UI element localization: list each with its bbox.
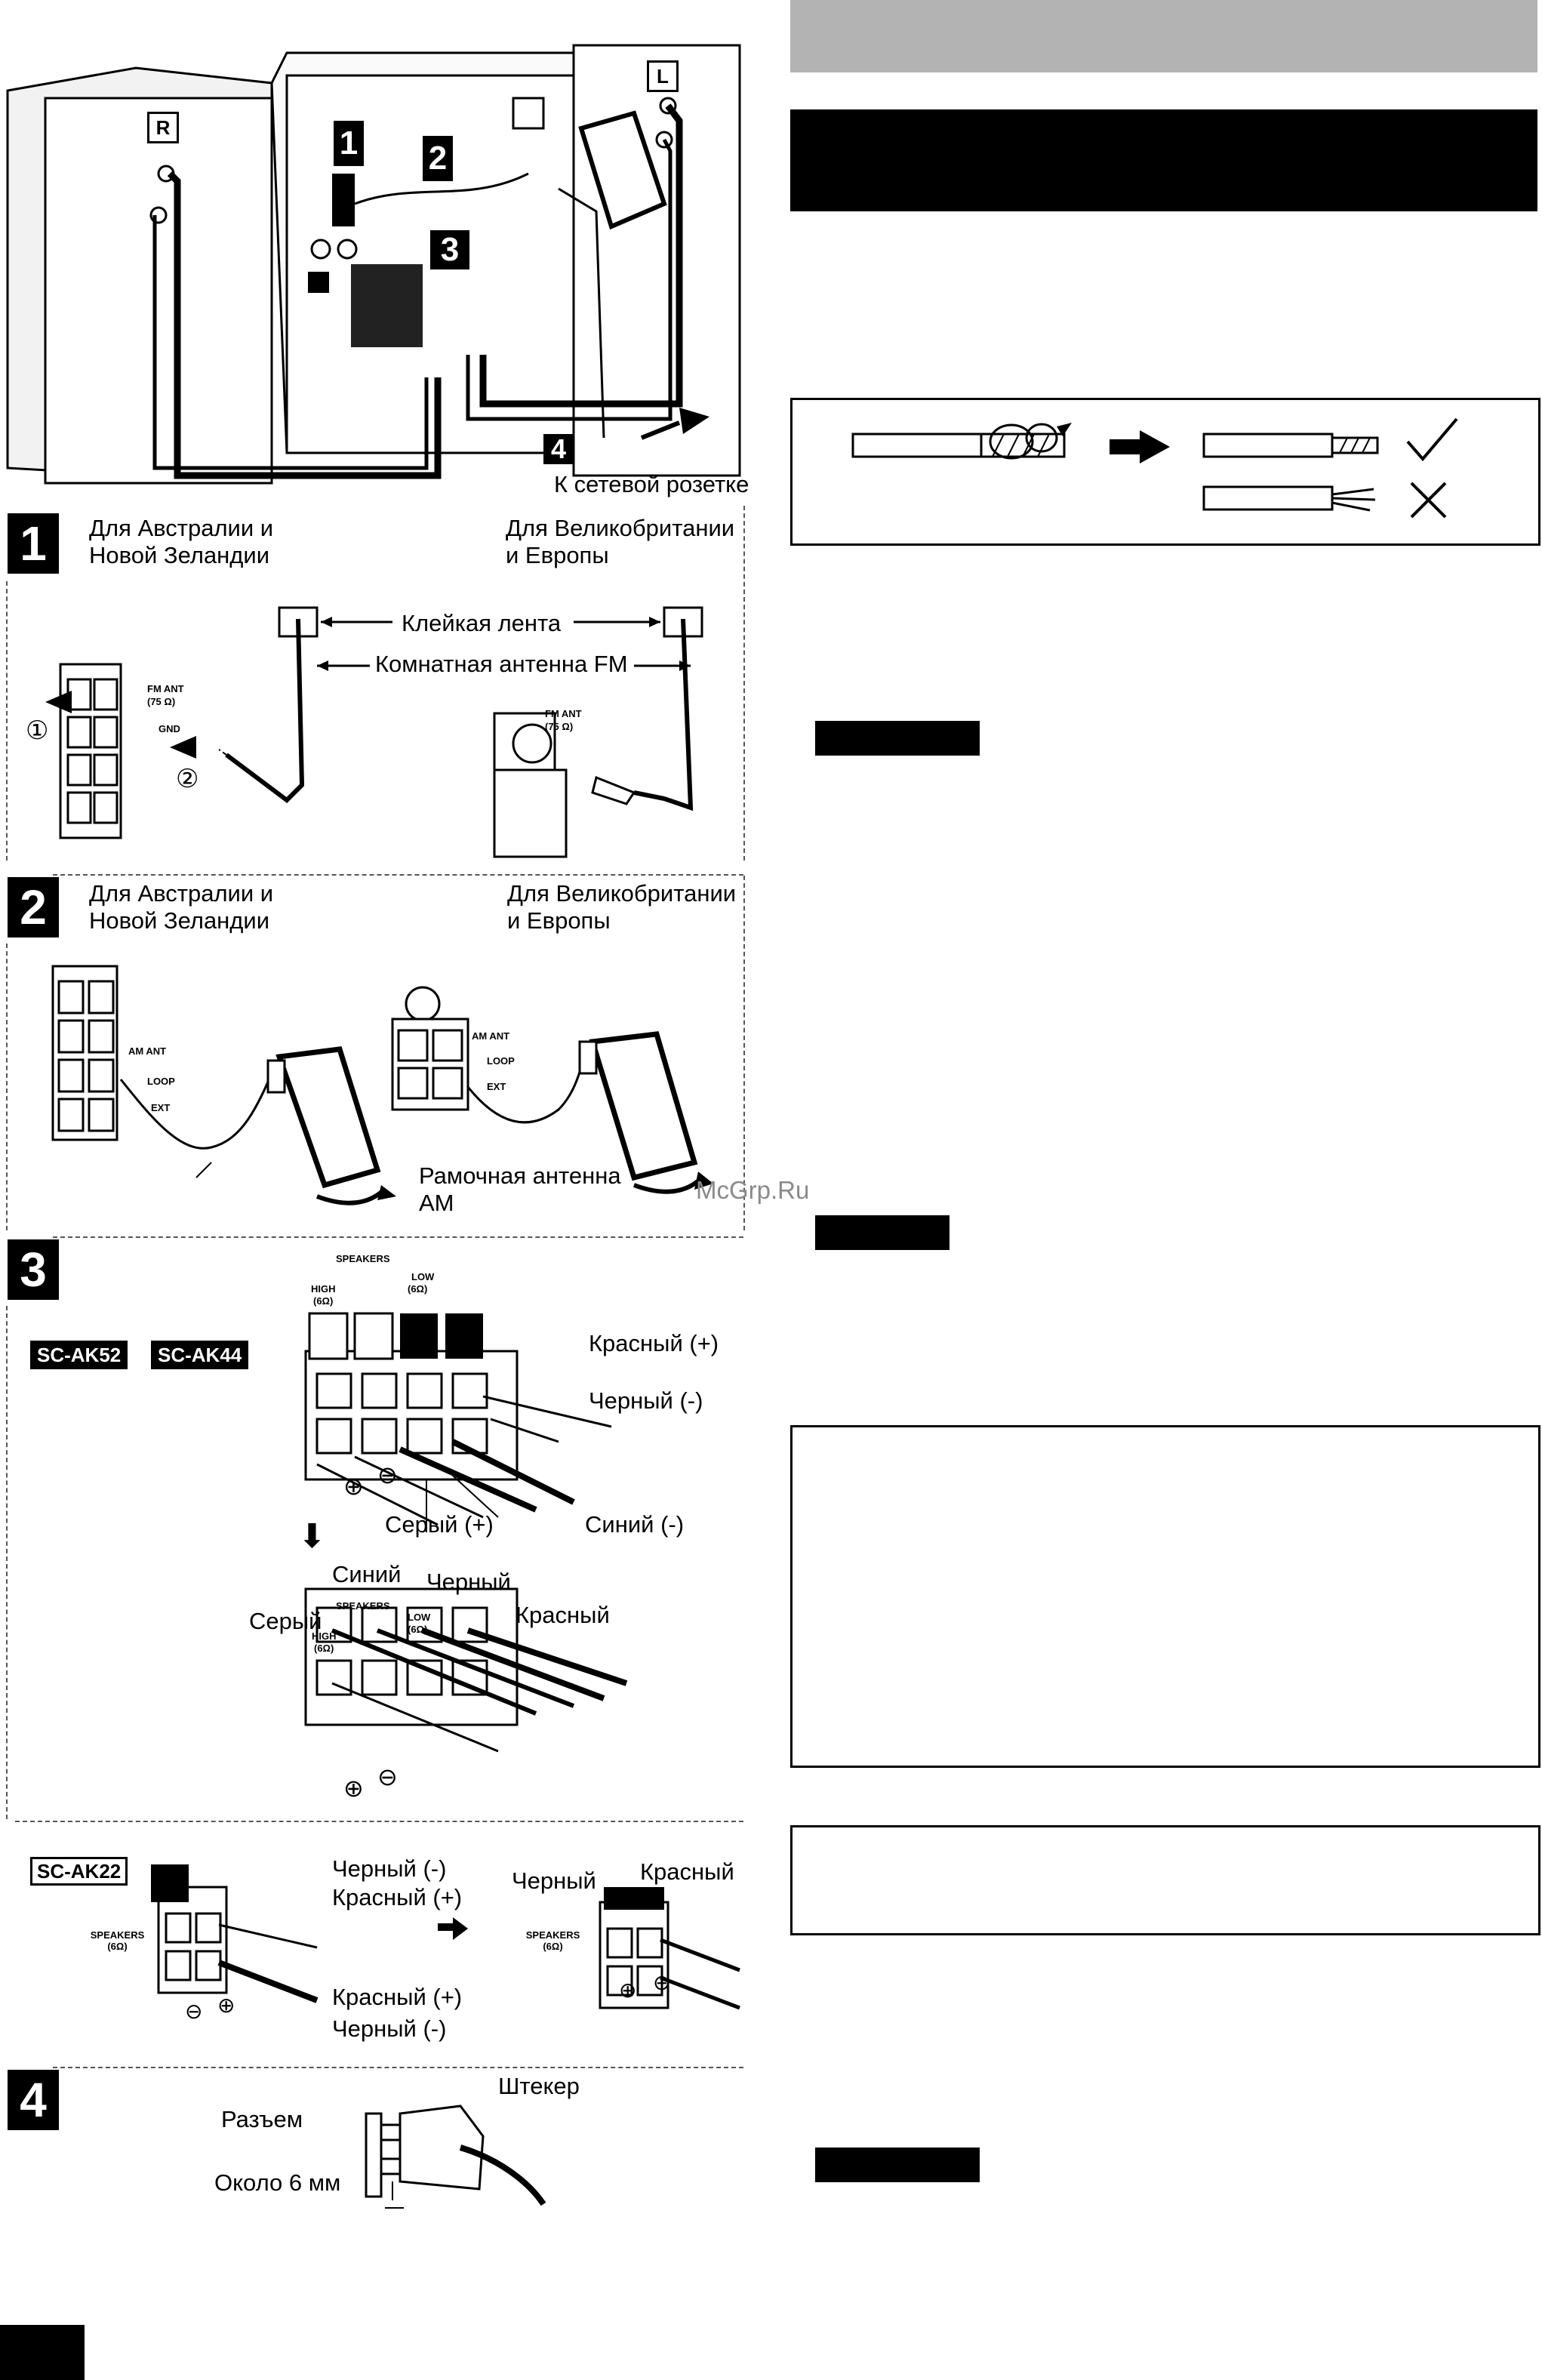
step-1-badge: 1 [8, 513, 59, 574]
black-minus-label-b: Черный (-) [332, 1855, 447, 1882]
high-ohm-label-b: (6Ω) [314, 1643, 334, 1654]
section-title-black-bar [790, 109, 1537, 211]
fm-ohm-label-left: (75 Ω) [147, 696, 176, 707]
wire-twist-illustration [851, 417, 1458, 519]
gnd-label: GND [159, 723, 180, 734]
caution-box-large [790, 1425, 1540, 1768]
step4-plug-illustration [365, 2104, 546, 2209]
diagram-badge-2: 2 [423, 136, 453, 181]
grey-plus-label: Серый (+) [385, 1511, 494, 1538]
am-ant-label-left: AM ANT [128, 1045, 167, 1057]
to-outlet-label: К сетевой розетке [554, 471, 749, 497]
wire-twist-diagram-box [790, 398, 1540, 546]
speakers-6-label-right: SPEAKERS (6Ω) [525, 1929, 580, 1952]
minus-sign-c: ⊖ [185, 2000, 203, 2023]
high-label-b: HIGH [312, 1630, 337, 1642]
fm-antenna-label: Комнатная антенна FM [375, 651, 628, 677]
top-connection-diagram [0, 0, 755, 506]
minus-sign-a: ⊖ [377, 1461, 398, 1489]
page-corner-tab [0, 2325, 85, 2380]
plug-label: Штекер [498, 2073, 580, 2099]
approx-label: Около 6 мм [214, 2169, 341, 2196]
step2-right-caption-1: Для Великобритании [507, 880, 737, 907]
ext-label-left: EXT [151, 1102, 171, 1113]
fm-ant-label-left: FM ANT [147, 683, 184, 694]
section-header-grey-bar [790, 0, 1537, 72]
note-label-bar-3 [815, 2148, 980, 2182]
step-2-badge: 2 [8, 877, 59, 938]
speakers-label-a: SPEAKERS [336, 1253, 390, 1264]
red-label: Красный [516, 1602, 610, 1628]
loop-antenna-label-1: Рамочная антенна [419, 1162, 621, 1189]
step2-am-antenna-illustration [51, 965, 713, 1205]
fm-ohm-label-right: (75 Ω) [545, 721, 574, 732]
speakers-label-b: SPEAKERS [336, 1600, 390, 1612]
red-plus-label: Красный (+) [589, 1330, 719, 1356]
black-label: Черный [426, 1569, 511, 1595]
minus-sign-d: ⊖ [653, 1971, 671, 1994]
ext-label-right: EXT [487, 1081, 506, 1092]
circle-1-label: ① [26, 716, 49, 745]
arrow-down-icon: ⬇ [298, 1518, 326, 1555]
step2-right-caption-2: и Европы [507, 907, 611, 934]
diagram-badge-3: 3 [430, 230, 469, 269]
step1-left-caption-2: Новой Зеландии [89, 542, 270, 568]
system-rear-illustration [6, 44, 741, 485]
am-ant-label-right: AM ANT [472, 1030, 510, 1042]
grey-label: Серый [249, 1608, 322, 1634]
caution-box-small [790, 1825, 1540, 1935]
loop-label-right: LOOP [487, 1055, 515, 1067]
fm-ant-label-right: FM ANT [545, 708, 582, 719]
high-ohm-label-a: (6Ω) [313, 1295, 334, 1307]
speaker-right-label: R [147, 112, 179, 143]
red-plus-label-c: Красный (+) [332, 1984, 463, 2010]
model-badge-ak22: SC-AK22 [30, 1857, 128, 1886]
step1-fm-antenna-illustration [45, 606, 703, 858]
plus-sign-d: ⊕ [619, 1978, 637, 2002]
circle-2-label: ② [176, 765, 199, 793]
loop-antenna-label-2: AM [419, 1190, 454, 1216]
black-label-b: Черный [512, 1867, 596, 1894]
diagram-badge-1: 1 [334, 121, 364, 166]
diagram-badge-4: 4 [543, 433, 574, 464]
low-label-a: LOW [411, 1271, 435, 1282]
socket-label: Разъем [221, 2106, 303, 2132]
note-label-bar-1 [815, 721, 980, 756]
blue-minus-label: Синий (-) [585, 1511, 685, 1538]
step2-left-caption-2: Новой Зеландии [89, 907, 270, 934]
black-minus-label-c: Черный (-) [332, 2015, 447, 2042]
step1-right-caption-1: Для Великобритании [506, 515, 735, 541]
tape-label: Клейкая лента [402, 610, 562, 636]
step3-speaker-terminal-illustration-b [151, 1864, 740, 2010]
plus-sign-c: ⊕ [217, 1994, 235, 2017]
model-badge-ak44: SC-AK44 [151, 1341, 249, 1369]
speakers-6-label-left: SPEAKERS (6Ω) [90, 1929, 145, 1952]
black-minus-label: Черный (-) [589, 1387, 703, 1414]
minus-sign-b: ⊖ [377, 1763, 398, 1790]
low-label-b: LOW [408, 1612, 431, 1623]
step2-left-caption-1: Для Австралии и [89, 880, 274, 907]
plus-sign-a: ⊕ [343, 1473, 364, 1500]
red-label-b: Красный [640, 1858, 734, 1885]
high-label-a: HIGH [311, 1283, 336, 1295]
red-plus-label-b: Красный (+) [332, 1884, 463, 1910]
blue-label: Синий [332, 1561, 402, 1587]
watermark: McGrp.Ru [696, 1176, 810, 1204]
step1-left-caption-1: Для Австралии и [89, 515, 274, 541]
low-ohm-label-a: (6Ω) [408, 1283, 428, 1295]
model-badge-ak52: SC-AK52 [30, 1341, 128, 1369]
speaker-left-label: L [647, 60, 679, 92]
low-ohm-label-b: (6Ω) [408, 1624, 428, 1635]
loop-label-left: LOOP [147, 1076, 175, 1087]
plus-sign-b: ⊕ [343, 1775, 364, 1802]
step3-speaker-terminal-illustration-a [304, 1312, 628, 1753]
step-3-badge: 3 [8, 1239, 59, 1300]
note-label-bar-2 [815, 1215, 950, 1250]
step-4-badge: 4 [8, 2070, 59, 2130]
step1-right-caption-2: и Европы [506, 542, 609, 568]
